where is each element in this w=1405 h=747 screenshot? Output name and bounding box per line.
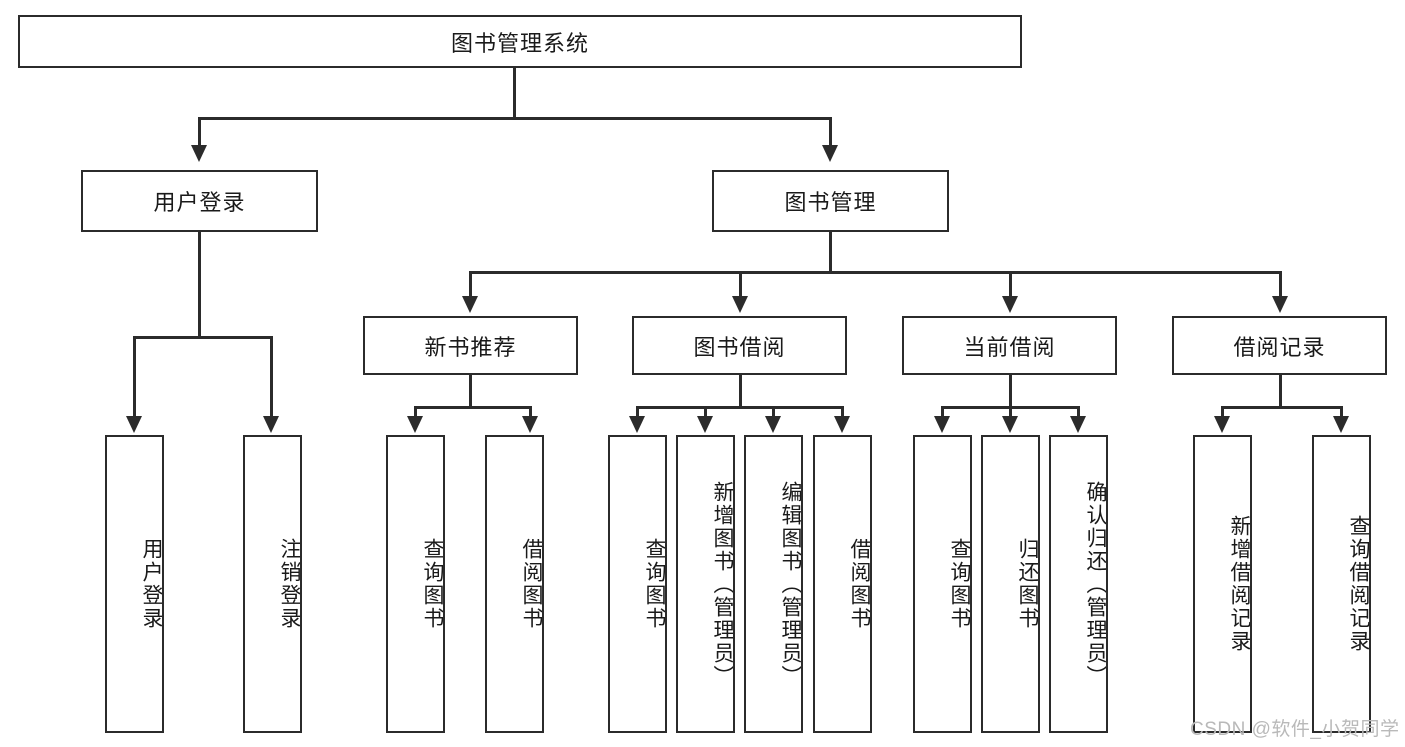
node-label: 图书管理系统 (450, 30, 589, 56)
arrow-user-login-leaf-2 (263, 416, 279, 433)
edge-cb-drop-3 (1077, 406, 1080, 416)
edge-bb-drop-4 (841, 406, 844, 416)
edge-root-stem (513, 68, 516, 118)
arrow-bb-leaf-3 (765, 416, 781, 433)
edge-bb-drop-1 (636, 406, 639, 416)
watermark-text: CSDN @软件_小贺同学 (1190, 719, 1400, 740)
arrow-nbr-leaf-1 (407, 416, 423, 433)
node-label: 新书推荐 (424, 334, 517, 360)
node-label: 借阅图书 (520, 538, 543, 630)
edge-bb-bar (636, 406, 844, 409)
node-book-borrow[interactable]: 图书借阅 (632, 316, 847, 375)
node-label: 借阅记录 (1233, 334, 1326, 360)
arrow-to-user-login (191, 145, 207, 162)
edge-to-user-login (198, 117, 201, 145)
edge-bm-drop-2 (739, 271, 742, 296)
leaf-user-login-1[interactable]: 用户登录 (105, 435, 164, 733)
leaf-book-borrow-2[interactable]: 新增图书（管理员） (676, 435, 735, 733)
arrow-br-leaf-1 (1214, 416, 1230, 433)
arrow-cb-leaf-1 (934, 416, 950, 433)
arrow-bb-leaf-1 (629, 416, 645, 433)
edge-user-login-bar (133, 336, 273, 339)
arrow-nbr-leaf-2 (522, 416, 538, 433)
arrow-user-login-leaf-1 (126, 416, 142, 433)
edge-bb-drop-3 (772, 406, 775, 416)
node-label: 注销登录 (278, 538, 301, 630)
edge-nbr-bar (414, 406, 532, 409)
leaf-book-borrow-4[interactable]: 借阅图书 (813, 435, 872, 733)
node-label: 确认归还（管理员） (1084, 480, 1107, 688)
node-label: 新增借阅记录 (1228, 515, 1251, 653)
edge-bm-drop-4 (1279, 271, 1282, 296)
edge-book-manage-bar (469, 271, 1281, 274)
edge-user-login-drop-2 (270, 336, 273, 416)
edge-cb-drop-1 (941, 406, 944, 416)
arrow-to-new-book-recommend (462, 296, 478, 313)
node-label: 归还图书 (1016, 538, 1039, 630)
edge-br-drop-1 (1221, 406, 1224, 416)
edge-bm-drop-3 (1009, 271, 1012, 296)
leaf-borrow-record-1[interactable]: 新增借阅记录 (1193, 435, 1252, 733)
edge-bb-stem (739, 375, 742, 407)
edge-nbr-stem (469, 375, 472, 407)
node-label: 查询图书 (421, 538, 444, 630)
arrow-cb-leaf-3 (1070, 416, 1086, 433)
node-label: 当前借阅 (963, 334, 1056, 360)
node-root-system[interactable]: 图书管理系统 (18, 15, 1022, 68)
edge-nbr-drop-1 (414, 406, 417, 416)
node-book-manage[interactable]: 图书管理 (712, 170, 949, 232)
node-label: 查询图书 (948, 538, 971, 630)
node-current-borrow[interactable]: 当前借阅 (902, 316, 1117, 375)
arrow-to-book-borrow (732, 296, 748, 313)
leaf-current-borrow-2[interactable]: 归还图书 (981, 435, 1040, 733)
node-label: 借阅图书 (848, 538, 871, 630)
node-borrow-record[interactable]: 借阅记录 (1172, 316, 1387, 375)
edge-bm-drop-1 (469, 271, 472, 296)
edge-cb-drop-2 (1009, 406, 1012, 416)
edge-bb-drop-2 (704, 406, 707, 416)
leaf-new-book-recommend-1[interactable]: 查询图书 (386, 435, 445, 733)
edge-nbr-drop-2 (529, 406, 532, 416)
edge-br-stem (1279, 375, 1282, 407)
edge-to-book-manage (829, 117, 832, 145)
node-label: 查询图书 (643, 538, 666, 630)
edge-user-login-drop-1 (133, 336, 136, 416)
leaf-book-borrow-1[interactable]: 查询图书 (608, 435, 667, 733)
node-label: 用户登录 (153, 190, 246, 215)
leaf-book-borrow-3[interactable]: 编辑图书（管理员） (744, 435, 803, 733)
edge-br-drop-2 (1340, 406, 1343, 416)
edge-user-login-stem (198, 232, 201, 337)
arrow-br-leaf-2 (1333, 416, 1349, 433)
edge-br-bar (1221, 406, 1343, 409)
leaf-current-borrow-1[interactable]: 查询图书 (913, 435, 972, 733)
node-label: 查询借阅记录 (1347, 515, 1370, 653)
node-label: 图书管理 (784, 190, 877, 215)
leaf-current-borrow-3[interactable]: 确认归还（管理员） (1049, 435, 1108, 733)
edge-cb-stem (1009, 375, 1012, 407)
arrow-bb-leaf-4 (834, 416, 850, 433)
node-label: 图书借阅 (693, 334, 786, 360)
arrow-to-book-manage (822, 145, 838, 162)
node-label: 用户登录 (140, 538, 163, 630)
node-label: 编辑图书（管理员） (779, 480, 802, 688)
node-user-login[interactable]: 用户登录 (81, 170, 318, 232)
arrow-cb-leaf-2 (1002, 416, 1018, 433)
leaf-borrow-record-2[interactable]: 查询借阅记录 (1312, 435, 1371, 733)
edge-root-bar (198, 117, 832, 120)
leaf-user-login-2[interactable]: 注销登录 (243, 435, 302, 733)
node-new-book-recommend[interactable]: 新书推荐 (363, 316, 578, 375)
node-label: 新增图书（管理员） (711, 480, 734, 688)
arrow-bb-leaf-2 (697, 416, 713, 433)
edge-book-manage-stem (829, 232, 832, 272)
arrow-to-current-borrow (1002, 296, 1018, 313)
leaf-new-book-recommend-2[interactable]: 借阅图书 (485, 435, 544, 733)
arrow-to-borrow-record (1272, 296, 1288, 313)
